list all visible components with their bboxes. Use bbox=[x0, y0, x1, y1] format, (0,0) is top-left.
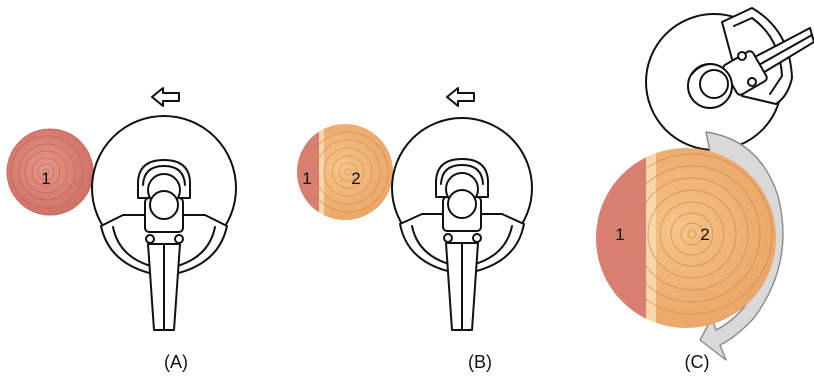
log-label-1: 1 bbox=[41, 169, 50, 188]
log-cross-section: 1 bbox=[7, 129, 93, 215]
debarker-machine bbox=[92, 116, 236, 330]
panel-caption-a: (A) bbox=[164, 352, 188, 372]
debarker-machine bbox=[646, 8, 814, 150]
log-cross-section: 1 2 bbox=[596, 148, 776, 328]
panel-caption-c: (C) bbox=[685, 352, 710, 372]
direction-arrow-icon bbox=[447, 88, 474, 106]
log-label-2: 2 bbox=[700, 225, 709, 244]
log-label-2: 2 bbox=[351, 169, 360, 188]
panel-c: 1 2 (C) bbox=[596, 8, 814, 372]
debarker-machine bbox=[392, 118, 532, 330]
panel-b: 1 2 (B) bbox=[297, 88, 532, 372]
panel-caption-b: (B) bbox=[468, 352, 492, 372]
log-cross-section: 1 2 bbox=[297, 124, 393, 220]
log-label-1: 1 bbox=[615, 225, 624, 244]
panel-a: 1 (A) bbox=[7, 88, 236, 372]
log-label-1: 1 bbox=[302, 169, 311, 188]
direction-arrow-icon bbox=[152, 88, 179, 106]
